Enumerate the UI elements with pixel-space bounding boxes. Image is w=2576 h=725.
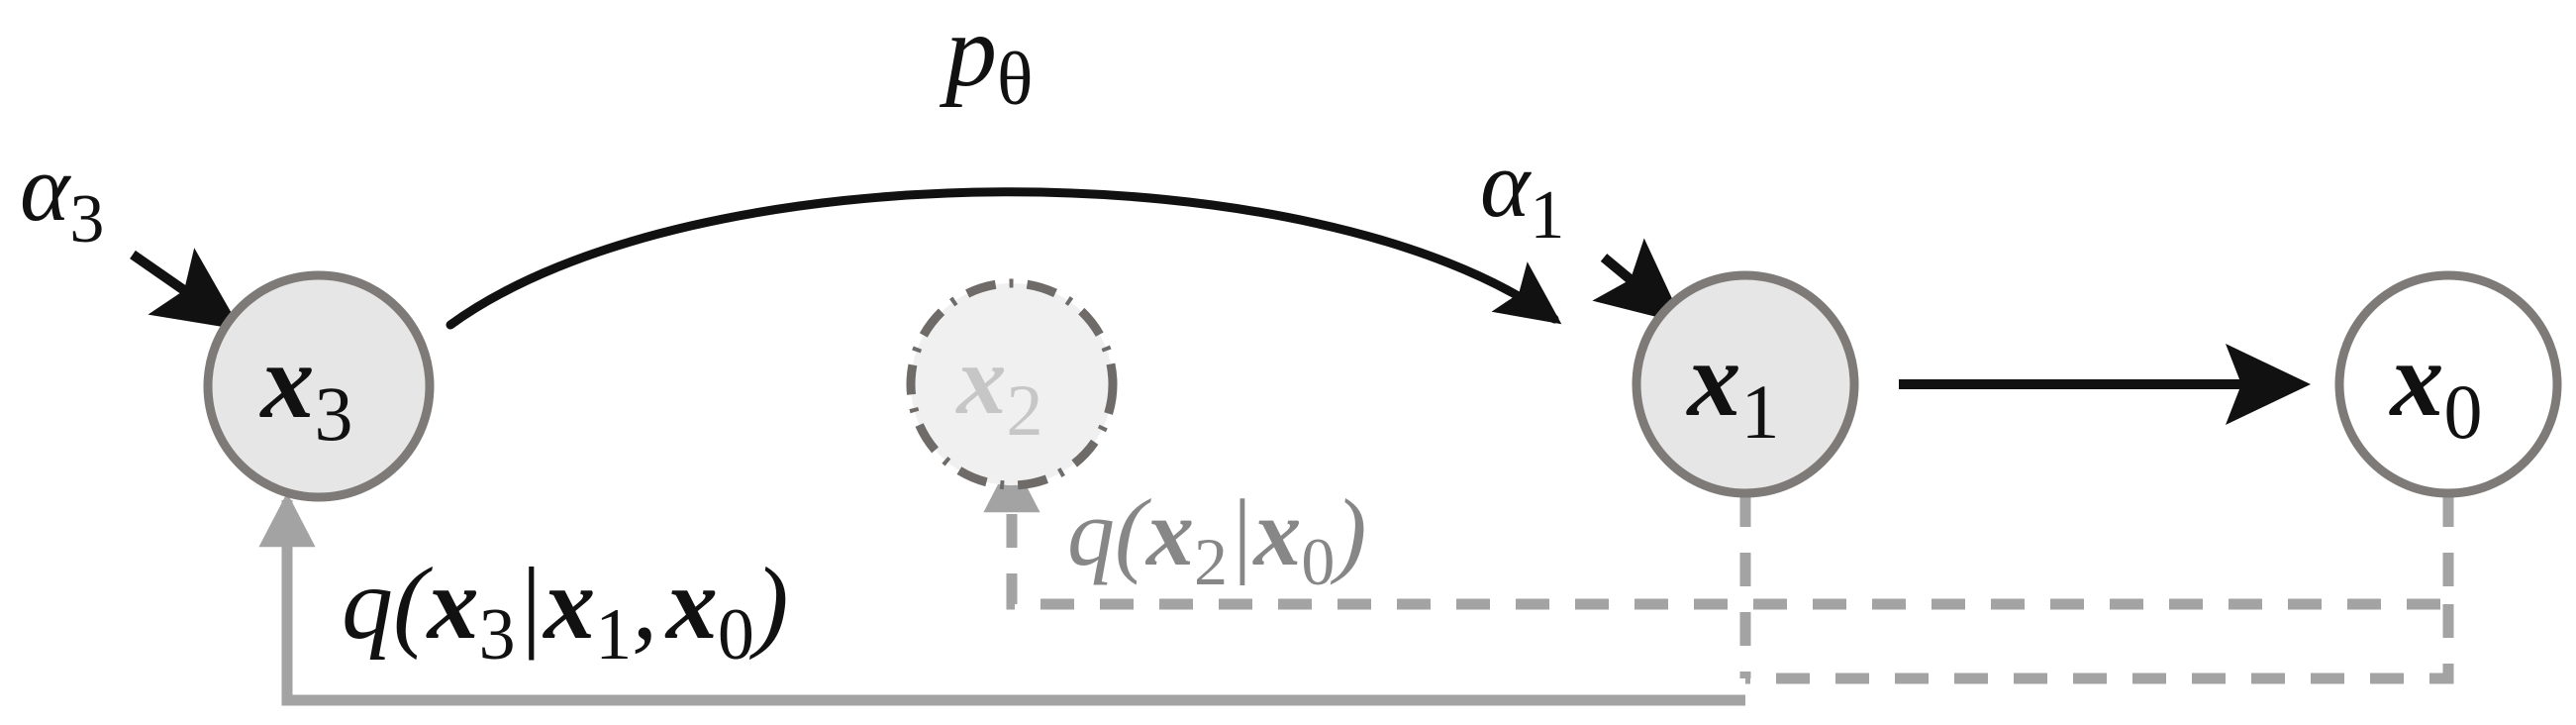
node-x0-label: x0 bbox=[2389, 321, 2483, 455]
node-x0[interactable]: x0 bbox=[2334, 270, 2562, 498]
edge-q-x3-posterior bbox=[258, 492, 1745, 706]
node-x2[interactable]: x2 bbox=[906, 278, 1118, 490]
label-alpha3: α3 bbox=[20, 135, 104, 258]
node-x1[interactable]: x1 bbox=[1632, 270, 1859, 498]
alpha1-arrow-path bbox=[1592, 238, 1684, 324]
edge-lower-dashed-rail bbox=[1745, 604, 2454, 684]
node-x2-label: x2 bbox=[955, 325, 1043, 452]
label-q-x3-posterior: q(x3|x1, x0) bbox=[342, 547, 789, 675]
label-p-theta: pθ bbox=[939, 0, 1033, 121]
alpha3-arrow-path bbox=[130, 248, 242, 330]
solid-elbow-path bbox=[258, 492, 1745, 706]
node-x3-circle[interactable] bbox=[203, 270, 435, 502]
edge-q-x2-posterior bbox=[983, 458, 2454, 610]
edge-alpha3-to-x3 bbox=[130, 248, 242, 330]
lower-dashed-rail-path bbox=[1745, 604, 2454, 684]
label-q-x2-posterior: q(x2|x0) bbox=[1067, 479, 1366, 599]
node-x1-circle[interactable] bbox=[1632, 270, 1859, 498]
node-x1-label: x1 bbox=[1686, 321, 1780, 455]
label-alpha1: α1 bbox=[1480, 131, 1564, 254]
node-x0-circle[interactable] bbox=[2334, 270, 2562, 498]
edge-p-theta-curve bbox=[446, 187, 1562, 330]
p-theta-curve-path bbox=[446, 187, 1562, 330]
node-x2-circle[interactable] bbox=[906, 278, 1118, 490]
edge-alpha1-to-x1 bbox=[1592, 238, 1684, 324]
node-x3-label: x3 bbox=[259, 323, 353, 457]
node-x3[interactable]: x3 bbox=[203, 270, 435, 502]
dashed-elbow-path bbox=[983, 458, 2454, 610]
